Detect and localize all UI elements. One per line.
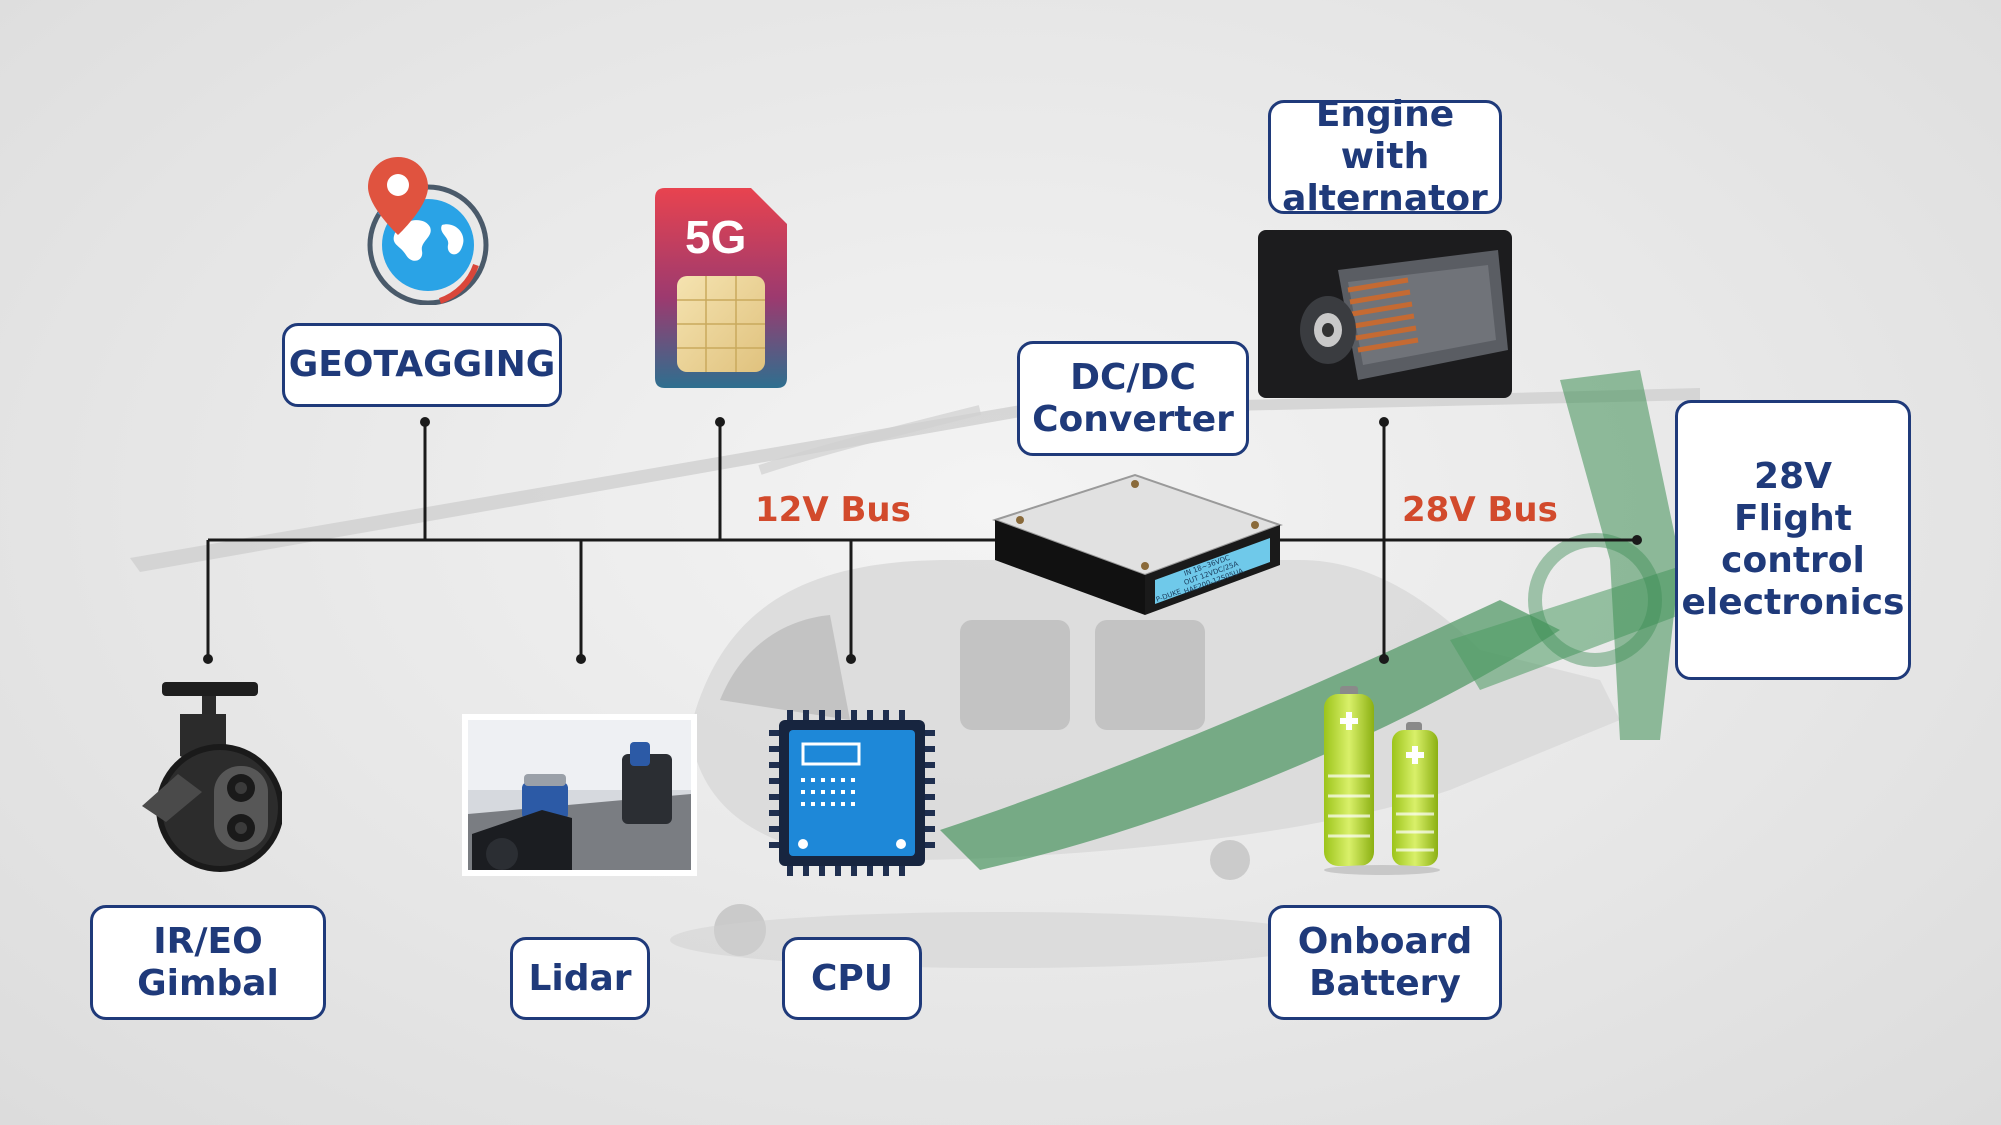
fce-label-line1: 28V [1754, 456, 1832, 497]
battery-label-line1: Onboard [1297, 920, 1473, 962]
onboard-battery-label: Onboard Battery [1268, 905, 1502, 1020]
sim-label-text: 5G [685, 211, 746, 263]
geotagging-label: GEOTAGGING [282, 323, 562, 407]
bus-28v-label: 28V Bus [1402, 490, 1558, 530]
gimbal-camera-icon [142, 682, 282, 872]
fce-label-line2: Flight [1734, 498, 1852, 539]
battery-icon [1324, 686, 1440, 875]
fce-label-line4: electronics [1681, 582, 1905, 623]
junction-dot [420, 417, 430, 427]
flight-control-electronics-label: 28V Flight control electronics [1675, 400, 1911, 680]
engine-label-line2: alternator [1282, 178, 1488, 219]
gimbal-label-line1: IR/EO [153, 920, 263, 962]
junction-dot [715, 417, 725, 427]
engine-alternator-label: Engine with alternator [1268, 94, 1502, 219]
junction-dot [203, 654, 213, 664]
battery-label-line2: Battery [1309, 962, 1461, 1004]
dcdc-label-line2: Converter [1032, 398, 1234, 440]
cpu-text: CPU [810, 957, 894, 999]
lidar-sensor-image [462, 714, 697, 876]
junction-dot [846, 654, 856, 664]
dcdc-converter-module-image: IN 18~36VDC OUT 12VDC/25A HAE200-12S05UA… [991, 473, 1283, 615]
gimbal-label-line2: Gimbal [137, 962, 279, 1004]
geotagging-globe-icon [367, 157, 489, 305]
fce-label-line3: control [1721, 540, 1865, 581]
junction-dot [1379, 654, 1389, 664]
dcdc-label-line1: DC/DC [1070, 356, 1196, 398]
cpu-label: CPU [782, 937, 922, 1020]
dcdc-converter-label: DC/DC Converter [1017, 341, 1249, 456]
engine-label-line1: Engine with [1315, 94, 1455, 177]
alternator-motor-image [1258, 230, 1512, 398]
bus-12v-label: 12V Bus [755, 490, 911, 530]
ir-eo-gimbal-label: IR/EO Gimbal [90, 905, 326, 1020]
5g-sim-card-icon: 5G [655, 188, 787, 388]
junction-dot [1632, 535, 1642, 545]
lidar-text: Lidar [528, 957, 632, 999]
lidar-label: Lidar [510, 937, 650, 1020]
junction-dot [1379, 417, 1389, 427]
cpu-chip-icon [769, 710, 935, 876]
geotagging-text: GEOTAGGING [288, 344, 556, 385]
junction-dot [576, 654, 586, 664]
